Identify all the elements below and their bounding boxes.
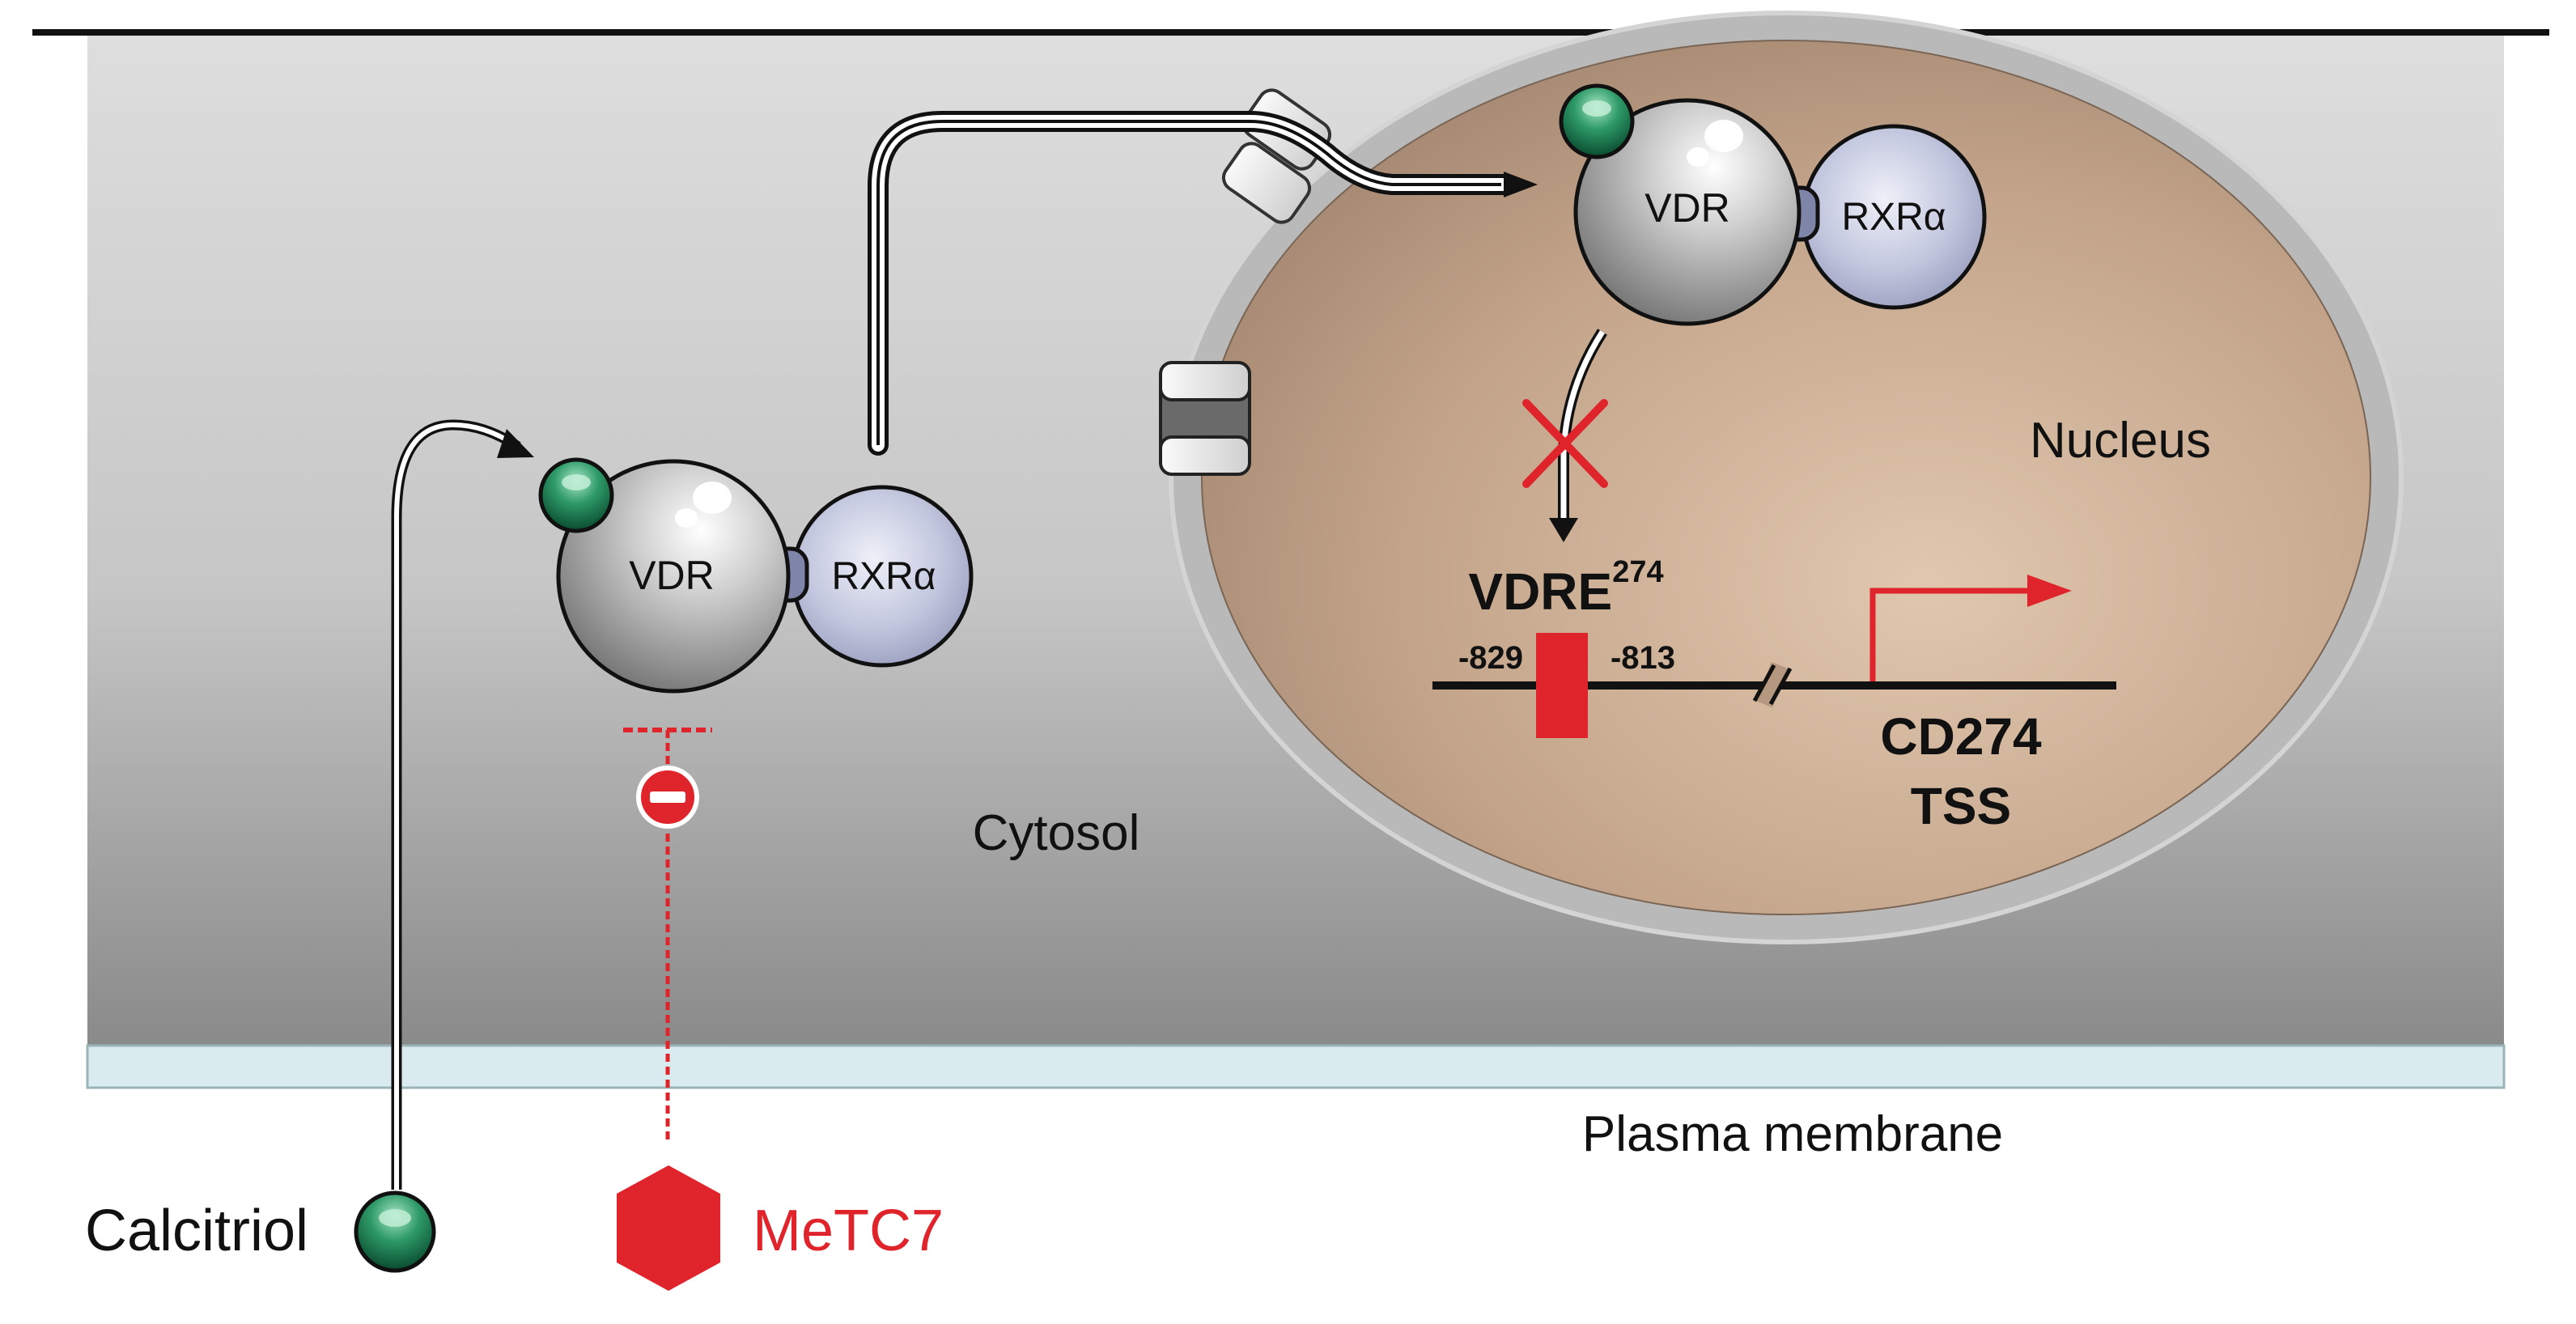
vdr-protein xyxy=(556,459,791,694)
vdre-gene-region: VDRE274 -829 -813 CD274 TSS xyxy=(1432,555,2116,835)
vdr-label-nuclear: VDR xyxy=(1644,185,1730,231)
vdre-label: VDRE274 xyxy=(1468,555,1663,621)
nuclear-pore-left-icon xyxy=(1159,361,1251,476)
ligand-sphere-icon xyxy=(538,457,614,533)
nuclear-vdr-rxr-complex: VDR RXRα xyxy=(1559,83,1987,326)
calcitriol-label: Calcitriol xyxy=(85,1199,308,1263)
nucleus xyxy=(1169,11,2404,944)
tss-arrowhead xyxy=(2027,575,2072,607)
rxr-label-nuclear: RXRα xyxy=(1841,196,1946,239)
inhibition-indicator xyxy=(623,728,712,1139)
dna-break-mark-1 xyxy=(1752,664,1776,702)
plasma-membrane-band xyxy=(86,1044,2506,1089)
vdr-protein-nuclear xyxy=(1573,98,1802,326)
cd274-label: CD274 xyxy=(1880,707,2042,766)
calcitriol-entry-arrow xyxy=(391,419,534,1190)
blocked-x-icon xyxy=(1522,399,1608,488)
red-hexagon-icon xyxy=(617,1165,720,1291)
tss-arrow-icon xyxy=(1869,588,2031,681)
vdre-label-text: VDRE xyxy=(1468,562,1612,621)
vdre-superscript: 274 xyxy=(1612,555,1663,589)
cytosol-label: Cytosol xyxy=(973,805,1140,861)
tss-label: TSS xyxy=(1911,777,2011,835)
rxr-label: RXRα xyxy=(831,555,936,598)
position-end-label: -813 xyxy=(1611,640,1675,676)
plasma-membrane-label: Plasma membrane xyxy=(1582,1106,2003,1162)
translocation-arrow xyxy=(868,111,1538,456)
calcitriol-ligand-icon xyxy=(354,1190,436,1273)
ligand-sphere-nuclear-icon xyxy=(1559,83,1635,159)
position-start-label: -829 xyxy=(1458,640,1523,676)
cytosolic-vdr-rxr-complex: VDR RXRα xyxy=(538,457,974,694)
dna-break-mark-2 xyxy=(1768,667,1793,706)
nucleus-label: Nucleus xyxy=(2030,413,2211,469)
vdre-element xyxy=(1536,633,1588,738)
metc7-label: MeTC7 xyxy=(753,1199,944,1263)
dna-break-gap xyxy=(1755,661,1789,708)
nucleoplasm xyxy=(1201,40,2371,915)
vdr-label: VDR xyxy=(629,553,715,598)
